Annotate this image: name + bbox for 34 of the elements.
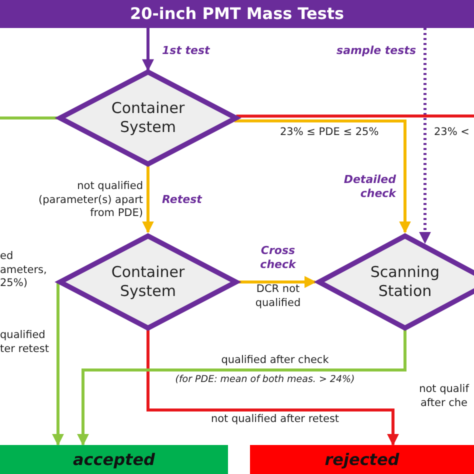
condition-label: not qualif after che [418,383,470,410]
station-name: Scanning Station [369,263,441,301]
edge-label: not qualified (parameter(s) apart from PDE) [38,180,143,221]
condition-label: 23% < [434,126,470,140]
arrow [52,282,64,446]
edge-label: not qualified after retest [210,413,340,427]
edge-label: 23% ≤ PDE ≤ 25% [280,126,380,140]
station-name: Container System [110,263,186,301]
arrow [419,28,431,244]
edge-label: 1st test [162,44,210,58]
title: 20-inch PMT Mass Tests [130,4,344,24]
title-bar [0,0,474,28]
edge-label: qualified after check [220,354,330,368]
action-label: Retest [162,193,202,208]
outcome-label: accepted [72,450,156,470]
arrow [142,28,154,72]
outcome-bar [250,445,474,474]
arrow [146,330,399,446]
arrow [77,330,406,446]
condition-label: (for PDE: mean of both meas. > 24%) [174,374,356,386]
connector-line [236,114,474,118]
action-label: Detailed check [342,173,396,202]
outcome-label: rejected [324,450,400,470]
arrow [238,276,316,288]
edge-label: qualified ter retest [0,329,50,356]
action-label: Cross check [259,244,298,273]
arrow [234,119,411,234]
outcome-bar [0,445,228,474]
condition-label: ed ameters, 25%) [0,250,47,291]
arrow [142,166,154,234]
edge-label: sample tests [336,44,416,58]
edge-label: DCR not qualified [254,283,302,310]
connector-line [0,116,58,120]
station-name: Container System [110,99,186,137]
